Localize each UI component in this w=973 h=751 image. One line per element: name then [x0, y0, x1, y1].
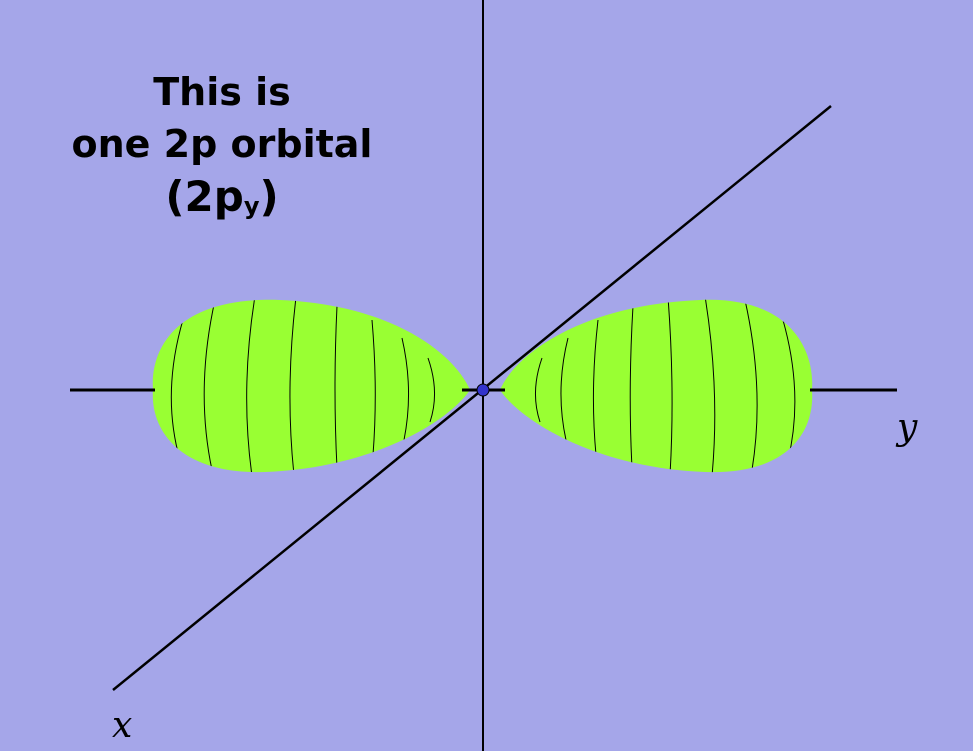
diagram-title: This is one 2p orbital (2py) — [22, 66, 422, 230]
nucleus-dot — [476, 383, 490, 397]
title-subscript: y — [243, 192, 260, 220]
y-axis-label: y — [897, 407, 918, 448]
title-line-3-prefix: (2p — [165, 172, 244, 221]
title-line-3-suffix: ) — [259, 172, 279, 221]
x-axis-label: x — [112, 705, 133, 746]
title-line-1: This is — [153, 70, 291, 114]
title-line-2: one 2p orbital — [71, 122, 373, 166]
orbital-lobe-left — [152, 299, 470, 473]
x-axis — [112, 105, 832, 691]
title-line-3: (2py) — [22, 170, 422, 230]
orbital-lobe-right — [500, 299, 813, 473]
